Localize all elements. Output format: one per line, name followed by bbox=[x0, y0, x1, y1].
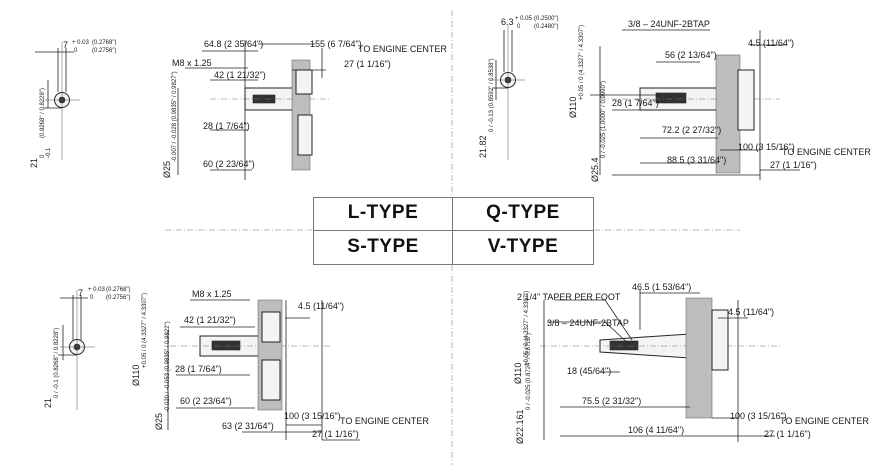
l-key-width-tol-upper: + 0.03 bbox=[72, 40, 90, 46]
q-key-width-inch-lower: (0.2480") bbox=[534, 24, 558, 30]
s-dim-27: 27 (1 1/16") bbox=[312, 429, 359, 439]
s-to-engine-center: TO ENGINE CENTER bbox=[340, 416, 429, 426]
l-key-depth-inch: (0.8268" / 0.8228") bbox=[40, 88, 46, 138]
s-key-width-tol-lower: 0 bbox=[90, 295, 94, 301]
s-shaft-dia-tol: -0.020 / -0.053 (0.9835" / 0.9822") bbox=[165, 321, 171, 412]
q-type-shaft bbox=[599, 30, 780, 180]
q-dim-100: 100 (3 15/16") bbox=[738, 142, 795, 152]
l-type-label: L-TYPE bbox=[347, 202, 419, 223]
l-key-width-tol-lower: 0 bbox=[74, 48, 78, 54]
q-to-engine-center: TO ENGINE CENTER bbox=[782, 147, 871, 157]
l-key-depth-tol-lower: -0.1 bbox=[46, 147, 52, 158]
q-type-label: Q-TYPE bbox=[486, 202, 560, 223]
v-type-label: V-TYPE bbox=[487, 236, 559, 257]
q-key-width: 6.3 bbox=[501, 17, 514, 27]
v-pcd: Ø110 bbox=[513, 363, 523, 384]
q-dim-28: 28 (1 7/64") bbox=[612, 98, 659, 108]
v-dim-106: 106 (4 11/64") bbox=[628, 425, 684, 435]
type-table-hdivider bbox=[313, 230, 593, 231]
q-dim-27: 27 (1 1/16") bbox=[770, 160, 817, 170]
v-dim-18: 18 (45/64") bbox=[567, 366, 611, 376]
v-to-engine-center: TO ENGINE CENTER bbox=[780, 416, 869, 426]
v-thread: 3/8 – 24UNF-2BTAP bbox=[547, 318, 629, 328]
q-dim-72-2: 72.2 (2 27/32") bbox=[662, 125, 721, 135]
s-type-label: S-TYPE bbox=[347, 236, 419, 257]
q-type-key-view bbox=[490, 25, 525, 160]
q-key-depth-tol: 0 / -0.13 (0.8592" / 0.8538") bbox=[489, 58, 495, 132]
q-thread: 3/8 – 24UNF-2BTAP bbox=[628, 19, 710, 29]
v-shaft-dia: Ø22.161 bbox=[515, 409, 525, 444]
s-dim-60: 60 (2 23/64") bbox=[180, 396, 232, 406]
s-key-width-inch-lower: (0.2756") bbox=[106, 295, 130, 301]
s-key-depth-tol: 0 / -0.1 (0.8268" / 0.8228") bbox=[54, 328, 60, 398]
l-type-key-view bbox=[35, 42, 80, 160]
type-table bbox=[313, 197, 594, 265]
s-pcd: Ø110 bbox=[131, 365, 141, 386]
v-dim-27: 27 (1 1/16") bbox=[764, 429, 811, 439]
s-dim-4-5: 4.5 (11/64") bbox=[298, 301, 344, 311]
v-dim-4-5: 4.5 (11/64") bbox=[728, 307, 774, 317]
l-key-width-inch-lower: (0.2756") bbox=[92, 48, 116, 54]
l-dim-28: 28 (1 7/64") bbox=[203, 121, 250, 131]
s-key-depth: 21 bbox=[43, 398, 53, 408]
s-type-dimension-lines bbox=[167, 299, 360, 441]
s-type-key-view bbox=[58, 290, 95, 410]
v-taper: 2 1/4" TAPER PER FOOT bbox=[517, 292, 621, 302]
s-dim-42: 42 (1 21/32") bbox=[184, 315, 236, 325]
q-dim-4-5: 4.5 (11/64") bbox=[748, 38, 794, 48]
v-type-drawing: 2 1/4" TAPER PER FOOT 46.5 (1 53/64") 4.… bbox=[513, 282, 869, 444]
v-type-dimension-lines bbox=[543, 292, 775, 440]
q-shaft-dia-tol: 0 / -0.025 (1.0000" / 0.9990") bbox=[601, 81, 607, 158]
s-key-width: 7 bbox=[78, 288, 83, 298]
s-dim-28: 28 (1 7/64") bbox=[175, 364, 222, 374]
l-dim-155: 155 (6 7/64") bbox=[310, 39, 362, 49]
q-pcd: Ø110 bbox=[568, 97, 578, 118]
l-dim-64-8: 64.8 (2 35/64") bbox=[204, 39, 263, 49]
type-table-vdivider bbox=[452, 197, 453, 264]
l-shaft-dia-tol: -0.007 / -0.028 (0.9835" / 0.9827") bbox=[172, 71, 178, 162]
v-shaft-dia-tol: 0 / -0.025 (0.8724" / 0.8715") bbox=[526, 333, 532, 410]
q-pcd-tol: +0.05 / 0 (4.3327" / 4.3307") bbox=[579, 25, 585, 100]
v-dim-75-5: 75.5 (2 31/32") bbox=[582, 396, 641, 406]
l-dim-27: 27 (1 1/16") bbox=[344, 59, 391, 69]
s-shaft-dia: Ø25 bbox=[154, 413, 164, 430]
l-key-width-inch-upper: (0.2768") bbox=[92, 40, 116, 46]
l-key-width: 7 bbox=[63, 40, 68, 50]
q-type-drawing: 6.3 + 0.05 0 (0.2500") (0.2480") 21.82 0… bbox=[478, 16, 871, 182]
l-shaft-dia: Ø25 bbox=[162, 161, 172, 178]
s-key-width-tol-upper: + 0.03 bbox=[88, 287, 106, 293]
v-dim-46-5: 46.5 (1 53/64") bbox=[632, 282, 691, 292]
s-type-drawing: 7 + 0.03 0 (0.2768") (0.2756") 21 0 / -0… bbox=[43, 287, 429, 441]
l-thread: M8 x 1.25 bbox=[172, 58, 212, 68]
q-shaft-dia: Ø25.4 bbox=[590, 157, 600, 182]
l-to-engine-center: TO ENGINE CENTER bbox=[358, 44, 447, 54]
s-type-shaft bbox=[170, 299, 330, 440]
q-key-width-tol-lower: 0 bbox=[517, 24, 521, 30]
v-dim-100: 100 (3 15/16") bbox=[730, 411, 787, 421]
q-dim-88-5: 88.5 (3 31/64") bbox=[667, 155, 726, 165]
s-pcd-tol: +0.05 / 0 (4.3327" / 4.3307") bbox=[142, 293, 148, 368]
l-key-depth-tol-upper: 0 bbox=[40, 154, 46, 158]
l-type-drawing: 7 + 0.03 0 (0.2768") (0.2756") 21 0 -0.1… bbox=[29, 39, 447, 180]
q-key-depth: 21.82 bbox=[478, 135, 488, 158]
s-dim-63: 63 (2 31/64") bbox=[222, 421, 274, 431]
q-key-width-tol-upper: + 0.05 bbox=[515, 16, 533, 22]
l-dim-42: 42 (1 21/32") bbox=[214, 70, 266, 80]
l-type-shaft bbox=[210, 40, 330, 180]
l-type-dimension-lines bbox=[177, 43, 326, 175]
q-type-dimension-lines bbox=[590, 29, 800, 176]
q-dim-56: 56 (2 13/64") bbox=[665, 50, 717, 60]
s-key-width-inch-upper: (0.2768") bbox=[106, 287, 130, 293]
l-key-depth: 21 bbox=[29, 158, 39, 168]
v-pcd-tol: +0.05 / 0 (4.3327" / 4.3307") bbox=[524, 291, 530, 366]
s-thread: M8 x 1.25 bbox=[192, 289, 232, 299]
l-dim-60: 60 (2 23/64") bbox=[203, 159, 255, 169]
q-key-width-inch-upper: (0.2500") bbox=[534, 16, 558, 22]
s-dim-100: 100 (3 15/16") bbox=[284, 411, 341, 421]
v-type-shaft bbox=[540, 290, 780, 442]
